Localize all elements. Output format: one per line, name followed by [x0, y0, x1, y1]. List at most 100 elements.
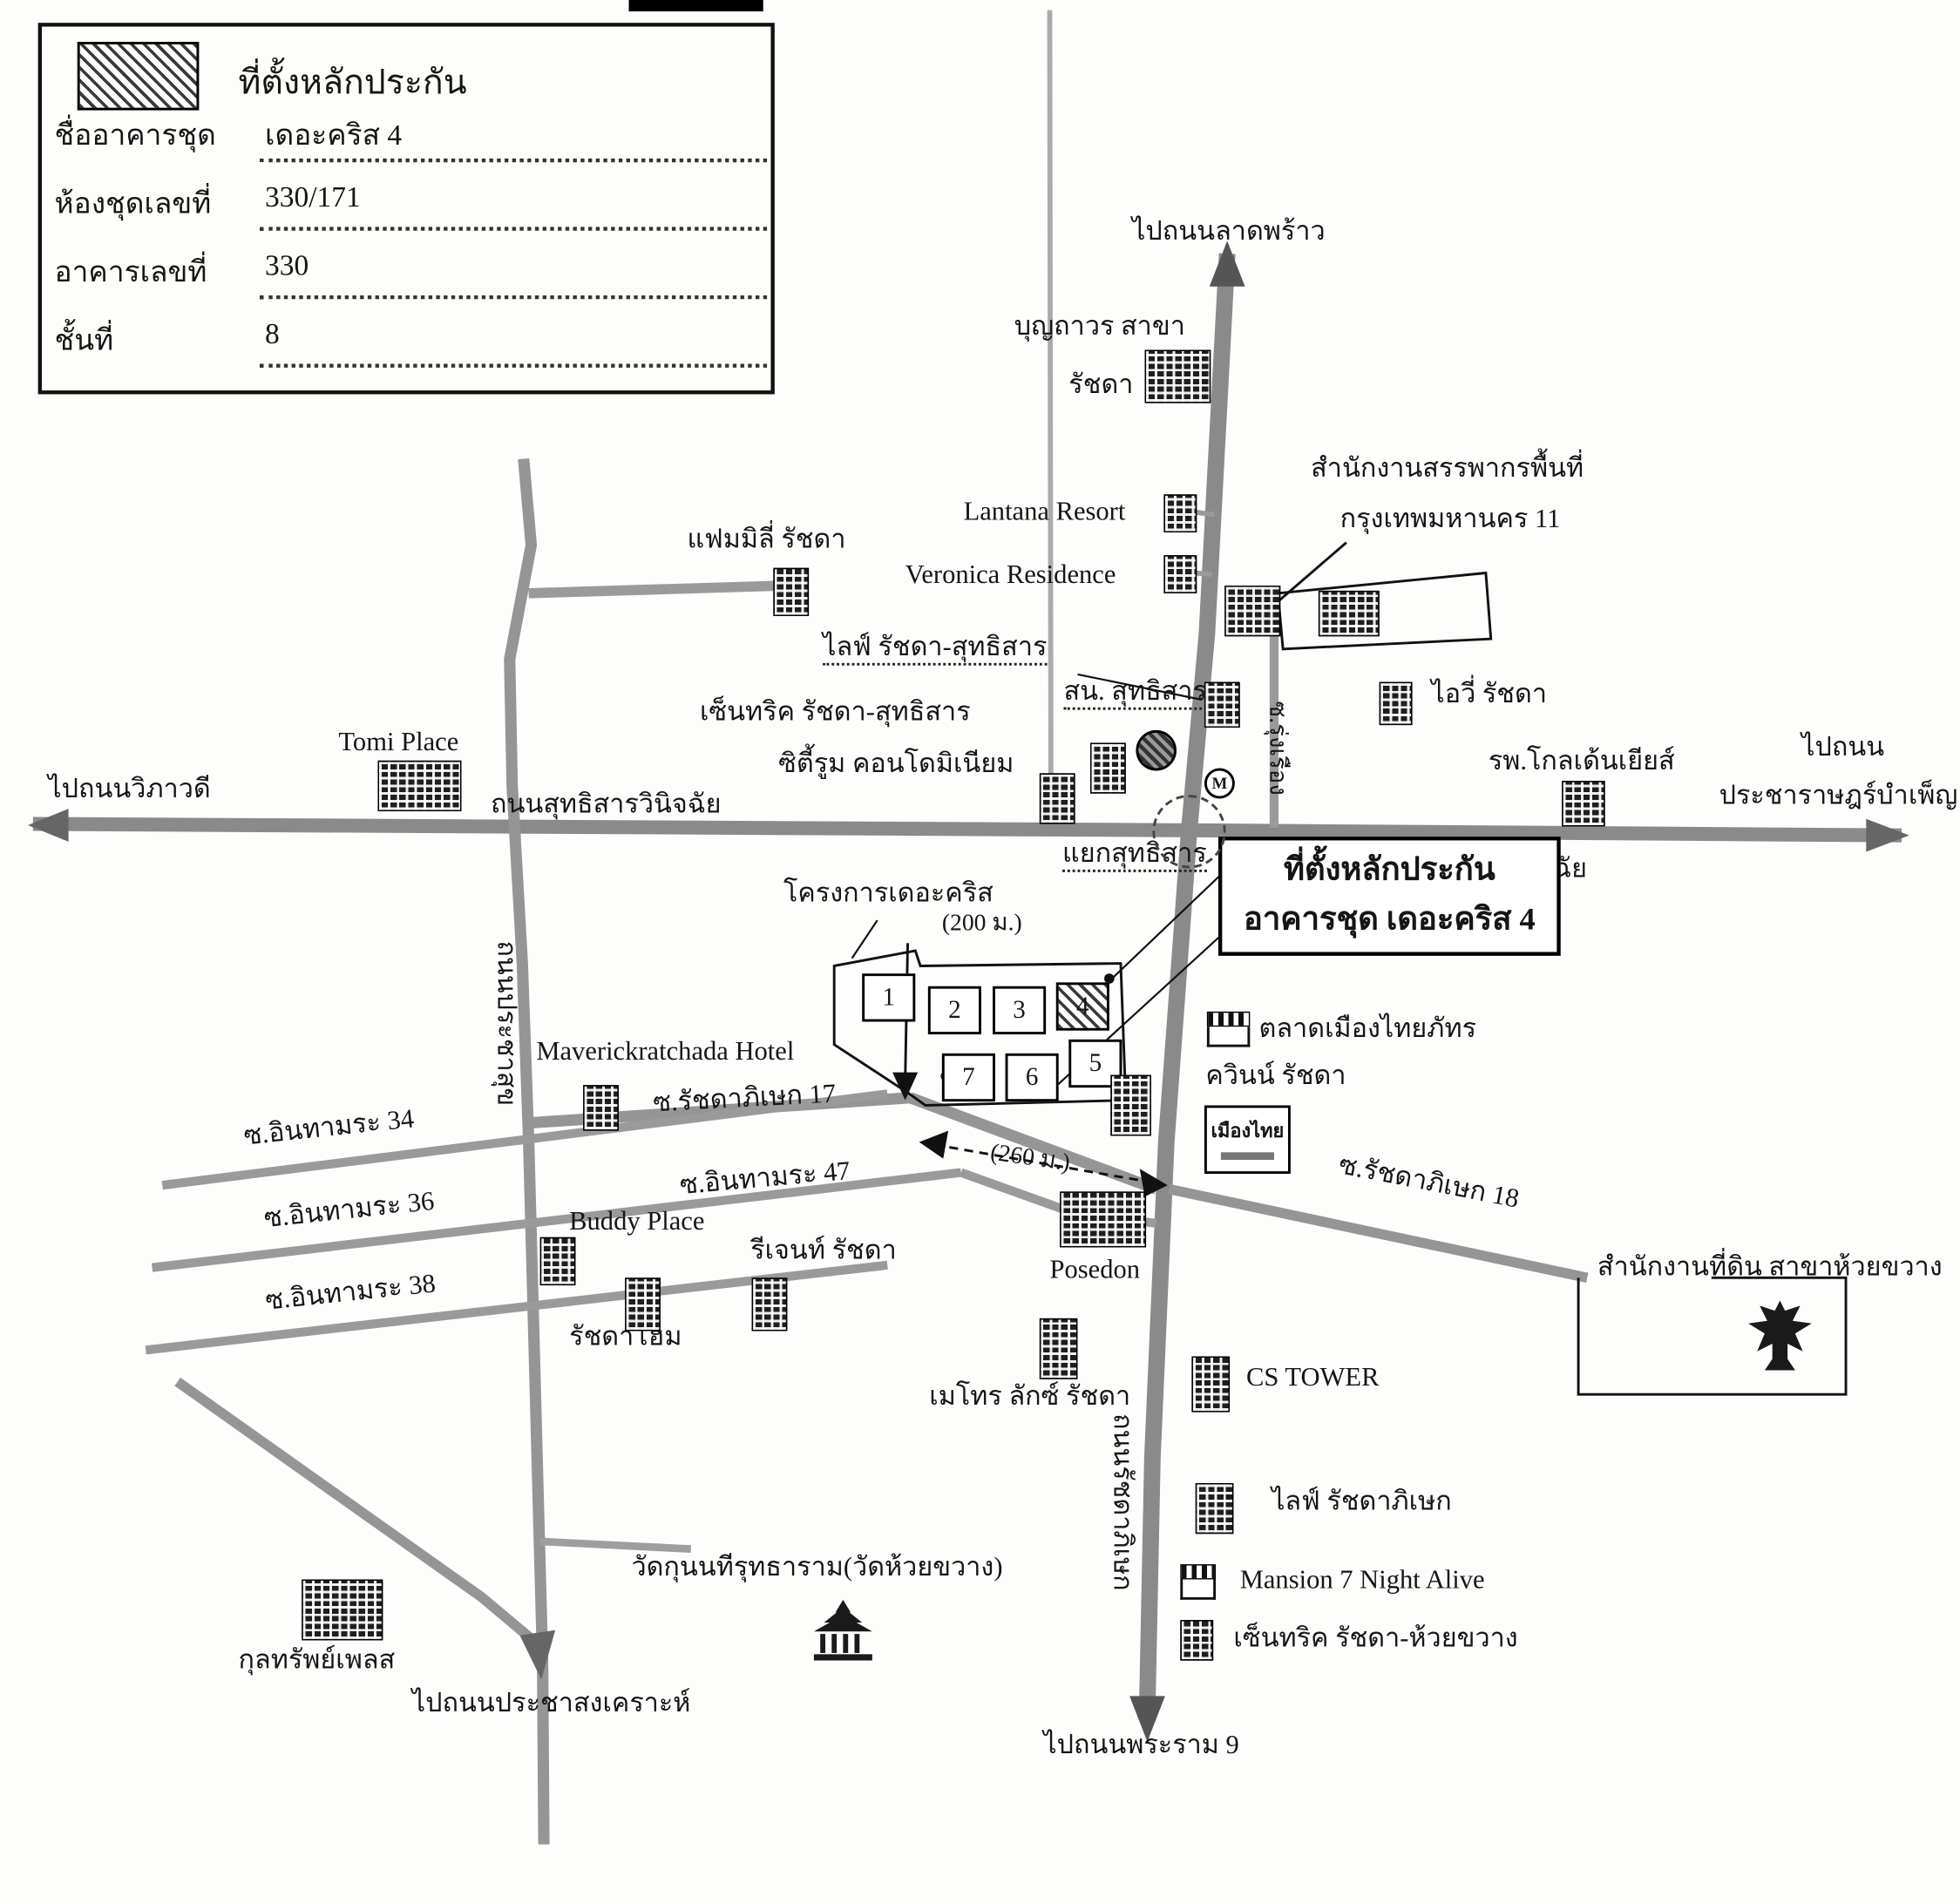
legend-title: ที่ตั้งหลักประกัน [238, 63, 467, 102]
road-label-prachasuk: ถนนประชาสุข [492, 940, 523, 1107]
revenue-office-outline [1276, 571, 1493, 651]
mansion7-icon [1180, 1564, 1217, 1600]
temple-column [854, 1634, 860, 1653]
legend-row-value: 8 [265, 318, 280, 350]
muangthai-logo-text: เมืองไทย [1211, 1121, 1285, 1142]
road-label-ratchadaphisek: ถนนรัชดาภิเษก [1108, 1413, 1139, 1591]
temple-spire [835, 1599, 851, 1613]
place-label-tomi: Tomi Place [338, 726, 459, 757]
distance200-arrow-icon [892, 1072, 919, 1101]
mansion7-body [1180, 1579, 1217, 1600]
quinn-ratchada-icon [1110, 1074, 1151, 1136]
callout-line-1 [1109, 873, 1222, 982]
cityroom-condo-icon [1039, 773, 1075, 824]
direction-east-label-2: ประชาราษฎร์บำเพ็ญ [1719, 779, 1958, 810]
metro-luxe-icon [1039, 1318, 1078, 1379]
centric-huaikhwang-icon [1180, 1620, 1214, 1661]
direction-east-label-1: ไปถนน [1801, 731, 1885, 762]
sutthisan-road [32, 816, 1902, 843]
temple-roof-upper [824, 1607, 863, 1623]
place-label-veronica: Veronica Residence [905, 559, 1116, 590]
temple-roof-lower [813, 1615, 872, 1632]
place-label-buddy: Buddy Place [569, 1205, 705, 1237]
soi-ratchada18-road [1168, 1183, 1589, 1284]
legend-dotted-line [260, 158, 768, 163]
scan-artifact [628, 0, 763, 12]
direction-southwest-label: ไปถนนประชาสงเคราะห์ [411, 1687, 691, 1718]
legend-row-label: ห้องชุดเลขที่ [54, 187, 212, 220]
temple-column [831, 1634, 838, 1653]
project-bracket-line [851, 919, 878, 959]
soi-inthamara36-47-road [151, 1168, 962, 1272]
plot-1: 1 [862, 973, 916, 1022]
buddy-place-icon [539, 1237, 576, 1286]
place-label-life-sutthisan: ไลฟ์ รัชดา-สุทธิสาร [823, 631, 1048, 666]
muangthai-market-icon [1206, 1011, 1251, 1047]
place-label-centric-huaikhwang: เซ็นทริค รัชดา-ห้วยขวาง [1233, 1623, 1518, 1653]
place-label-mansion7: Mansion 7 Night Alive [1239, 1564, 1485, 1596]
plot-3: 3 [993, 986, 1047, 1035]
distance260-arrow-left-icon [919, 1130, 949, 1159]
place-label-kunlasap: กุลทรัพย์เพลส [238, 1643, 396, 1675]
revenue-office-icon-2 [1318, 590, 1380, 637]
tomi-place-icon [377, 760, 462, 812]
centric-sutthisan-icon [1090, 742, 1126, 794]
place-label-wat-huaikhwang: วัดกุนนทีรุทธาราม(วัดห้วยขวาง) [631, 1551, 1003, 1582]
place-label-police: สน. สุทธิสาร [1063, 675, 1207, 710]
minor-lane-road [1047, 10, 1054, 824]
posedon-icon [1060, 1191, 1147, 1248]
garuda-emblem-icon [1748, 1300, 1812, 1371]
regent-ratchada-icon [751, 1277, 788, 1331]
mansion7-awning [1180, 1564, 1217, 1580]
plot-7: 7 [941, 1053, 995, 1102]
kunlasap-place-icon [302, 1579, 383, 1641]
prachasuk-road [504, 458, 550, 1845]
place-label-cityroom: ซิตี้รูม คอนโดมิเนียม [778, 748, 1014, 779]
legend-row-label: อาคารเลขที่ [54, 255, 207, 288]
place-label-life-ratchadaphisek: ไลฟ์ รัชดาภิเษก [1272, 1485, 1452, 1516]
place-label-ivy: ไอวี่ รัชดา [1431, 678, 1548, 709]
collateral-callout-box: ที่ตั้งหลักประกัน อาคารชุด เดอะคริส 4 [1217, 837, 1561, 956]
land-office-outline [1577, 1276, 1848, 1396]
legend-row-value: เดอะคริส 4 [265, 119, 403, 152]
legend-row-value: 330 [265, 249, 309, 281]
road-label-sutthisan-west: ถนนสุทธิสารวินิจฉัย [490, 788, 722, 819]
plot4-dot [1104, 973, 1115, 984]
revenue-connector-line [1272, 541, 1347, 607]
temple-base [813, 1654, 872, 1661]
plot-4-collateral: 4 [1055, 982, 1109, 1031]
prachasongkhro-road [174, 1377, 541, 1649]
boonthavorn-icon [1144, 349, 1211, 403]
distance-200m-label: (200 ม.) [941, 910, 1022, 938]
life-sutthisan-icon [1204, 681, 1240, 728]
soi-ratchada17-east-road [908, 1092, 1158, 1195]
plot-6: 6 [1005, 1053, 1059, 1102]
garuda-silhouette [1748, 1300, 1812, 1371]
place-label-lantana: Lantana Resort [963, 495, 1126, 526]
place-label-cs-tower: CS TOWER [1245, 1361, 1380, 1392]
direction-south-label: ไปถนนพระราม 9 [1043, 1729, 1239, 1760]
place-label-revenue-1: สำนักงานสรรพากรพื้นที่ [1311, 452, 1584, 484]
south-arrow-icon [1129, 1696, 1165, 1742]
veronica-residence-icon [1163, 555, 1197, 593]
temple-column [843, 1634, 849, 1653]
maverick-hotel-icon [583, 1085, 619, 1131]
lantana-resort-icon [1163, 494, 1197, 532]
lantana-stub-road [1193, 509, 1215, 518]
soi-inthamara34-road [161, 1089, 888, 1190]
place-label-maverick: Maverickratchada Hotel [536, 1035, 795, 1067]
place-label-golden-years: รพ.โกลเด้นเยียส์ [1488, 745, 1675, 776]
temple-lane-road [539, 1537, 692, 1554]
revenue-office-icon-1 [1224, 586, 1281, 637]
north-arrow-icon [1209, 241, 1245, 287]
direction-north-label: ไปถนนลาดพร้าว [1132, 215, 1326, 247]
place-label-boonthavorn-2: รัชดา [1068, 369, 1134, 400]
place-label-quinn: ควินน์ รัชดา [1205, 1060, 1346, 1091]
distance260-line [933, 1143, 1155, 1184]
ratchada-home-icon [625, 1277, 661, 1331]
cs-tower-icon [1191, 1356, 1231, 1413]
golden-years-hospital-icon [1562, 781, 1605, 827]
project-title-label: โครงการเดอะคริส [783, 877, 994, 908]
legend-box: ที่ตั้งหลักประกัน ชื่ออาคารชุด เดอะคริส … [37, 23, 775, 395]
